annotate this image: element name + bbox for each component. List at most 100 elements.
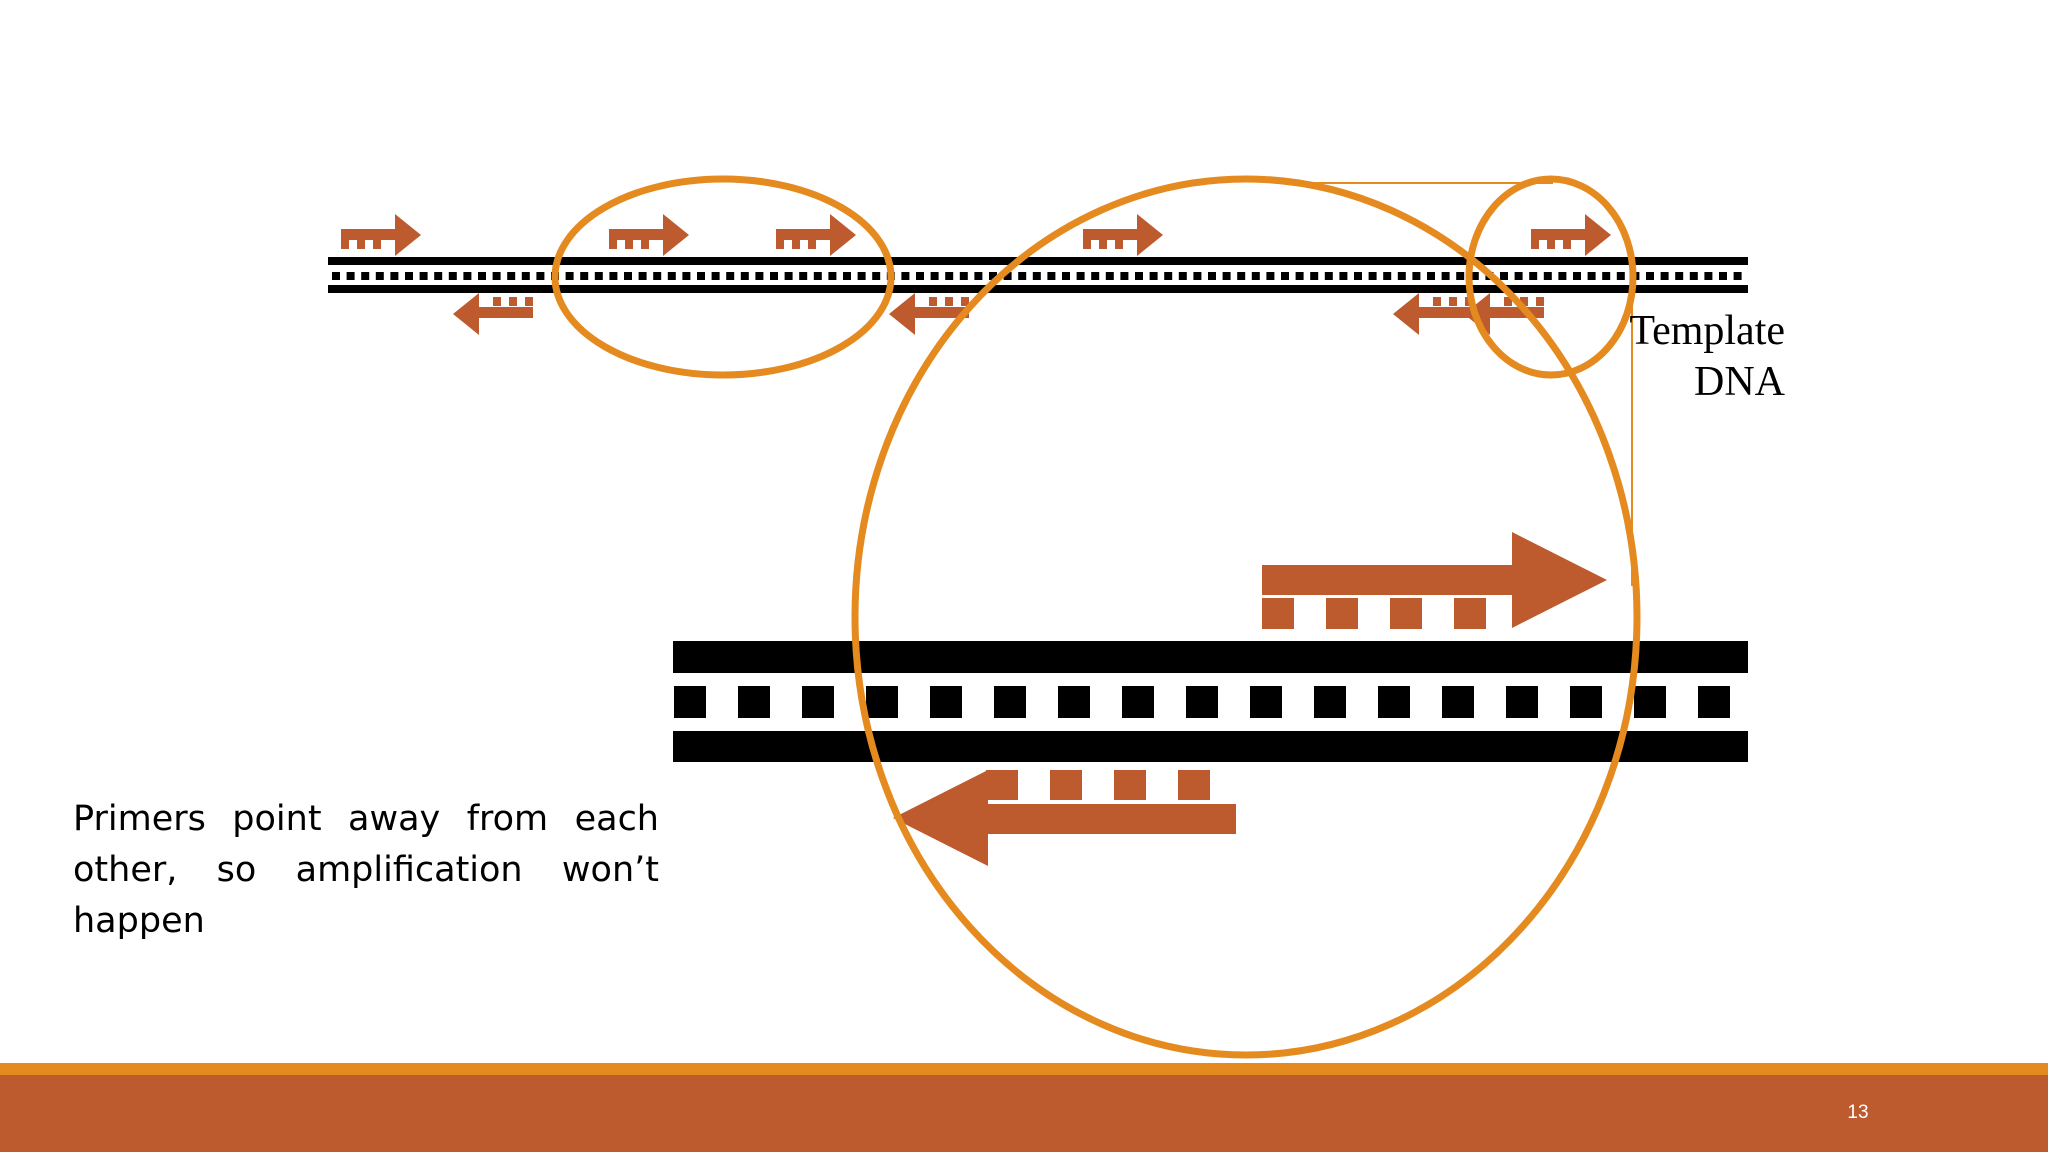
reverse-primer-icon	[453, 293, 533, 335]
base-pair	[1587, 272, 1596, 280]
base-pair	[1032, 272, 1041, 280]
footer-bar	[0, 1075, 2048, 1152]
base-pair	[332, 272, 340, 280]
template-dna-strand-zoomed	[673, 641, 1748, 762]
base-pair	[1186, 686, 1218, 718]
base-pair	[994, 686, 1026, 718]
base-pair	[740, 272, 749, 280]
base-pair	[1368, 272, 1377, 280]
template-dna-label: Template DNA	[1629, 308, 1785, 405]
base-pairs-zoomed	[674, 686, 1730, 718]
base-pair	[1543, 272, 1552, 280]
base-pair	[536, 272, 545, 280]
base-pair	[594, 272, 603, 280]
base-pair	[1003, 272, 1012, 280]
base-pair	[638, 272, 647, 280]
base-pair	[1506, 686, 1538, 718]
base-pair	[770, 272, 778, 280]
highlight-circles	[551, 175, 1641, 1059]
base-pair	[674, 686, 706, 718]
base-pair	[1120, 272, 1129, 280]
base-pair	[1733, 272, 1742, 280]
base-pair	[1310, 272, 1319, 280]
base-pair	[711, 272, 720, 280]
base-pair	[478, 272, 486, 280]
base-pair	[1324, 272, 1333, 280]
base-pair	[930, 272, 939, 280]
base-pair	[346, 272, 355, 280]
base-pair	[1529, 272, 1538, 280]
base-pair	[1514, 272, 1523, 280]
base-pair	[580, 272, 589, 280]
base-pair	[565, 272, 574, 280]
slide-number: 13	[1847, 1102, 1869, 1123]
base-pair	[1689, 272, 1698, 280]
base-pair	[1719, 272, 1727, 280]
forward-primer-icon	[341, 214, 421, 256]
forward-primer-icon	[1531, 214, 1611, 256]
base-pair	[828, 272, 837, 280]
base-pair	[1500, 272, 1508, 280]
base-pair	[1091, 272, 1100, 280]
caption-text: Primers point away from each other, so a…	[73, 799, 659, 941]
base-pair	[1378, 686, 1410, 718]
base-pair	[1149, 272, 1158, 280]
base-pair	[1018, 272, 1027, 280]
base-pair	[872, 272, 881, 280]
base-pair	[492, 272, 501, 280]
base-pair	[1558, 272, 1567, 280]
base-pair	[959, 272, 968, 280]
base-pair	[1354, 272, 1362, 280]
base-pair	[405, 272, 413, 280]
base-pair	[1339, 272, 1348, 280]
base-pair	[1062, 272, 1070, 280]
base-pair	[1456, 272, 1465, 280]
base-pair	[1383, 272, 1392, 280]
base-pair	[1634, 686, 1666, 718]
base-pair	[361, 272, 370, 280]
base-pair	[1164, 272, 1173, 280]
reverse-primer-icon	[889, 293, 969, 335]
base-pair	[1122, 686, 1154, 718]
base-pair	[390, 272, 399, 280]
forward-primer-zoomed-icon	[1262, 532, 1607, 629]
base-pair	[726, 272, 735, 280]
highlight-circle-zoomed	[851, 175, 1641, 1059]
base-pair	[1441, 272, 1450, 280]
base-pair	[1208, 272, 1216, 280]
base-pair	[1281, 272, 1289, 280]
footer-accent-line	[0, 1063, 2048, 1075]
highlight-circle-small	[1465, 175, 1637, 379]
base-pair	[653, 272, 662, 280]
base-pair	[1047, 272, 1056, 280]
base-pair	[1616, 272, 1625, 280]
base-pair	[1570, 686, 1602, 718]
base-pair	[463, 272, 472, 280]
base-pair	[1397, 272, 1406, 280]
reverse-primer-zoomed-icon	[893, 770, 1236, 866]
forward-primer-icon	[1083, 214, 1163, 256]
base-pair	[1076, 272, 1085, 280]
base-pair	[916, 272, 924, 280]
base-pair	[857, 272, 866, 280]
base-pair	[1295, 272, 1304, 280]
base-pair	[755, 272, 764, 280]
base-pair	[434, 272, 443, 280]
base-pair	[930, 686, 962, 718]
base-pair	[521, 272, 530, 280]
base-pair	[448, 272, 457, 280]
base-pair	[1442, 686, 1474, 718]
base-pair	[1470, 272, 1479, 280]
base-pair	[1675, 272, 1684, 280]
base-pair	[1251, 272, 1260, 280]
base-pair	[1178, 272, 1187, 280]
base-pair	[1193, 272, 1202, 280]
base-pair	[802, 686, 834, 718]
forward-primer-icon	[609, 214, 689, 256]
base-pair	[1250, 686, 1282, 718]
base-pair	[738, 686, 770, 718]
base-pair	[901, 272, 910, 280]
highlight-circle-outward-primers	[551, 175, 895, 379]
base-pair	[1427, 272, 1435, 280]
